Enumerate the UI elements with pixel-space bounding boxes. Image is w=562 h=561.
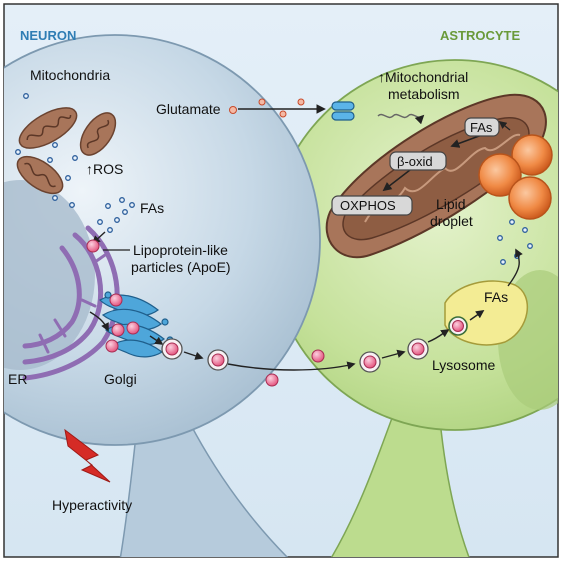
glutamate-transporter — [331, 101, 355, 121]
mitochondria-label: Mitochondria — [30, 67, 110, 83]
lipoprotein-label-2: particles (ApoE) — [131, 259, 231, 275]
lipoprotein-label-1: Lipoprotein-like — [133, 242, 228, 258]
mito-metabolism-label-1: ↑Mitochondrial — [378, 69, 468, 85]
fas-mito-label: FAs — [470, 120, 493, 135]
beta-oxid-label: β-oxid — [397, 154, 433, 169]
neuron-title: NEURON — [20, 28, 76, 43]
lipid-droplet-label-2: droplet — [430, 213, 473, 229]
astrocyte-title: ASTROCYTE — [440, 28, 521, 43]
glutamate-label: Glutamate — [156, 101, 221, 117]
metabolism-wave — [377, 113, 425, 125]
fas-label: FAs — [140, 200, 164, 216]
glutamate-flow — [229, 98, 326, 118]
er-label: ER — [8, 371, 27, 387]
mito-metabolism-label-2: metabolism — [388, 86, 460, 102]
lipoprotein-transport — [86, 231, 523, 387]
golgi-label: Golgi — [104, 371, 137, 387]
ros-label: ↑ROS — [86, 161, 123, 177]
fas-lysosome-label: FAs — [484, 289, 508, 305]
lipid-droplet-label-1: Lipid — [436, 196, 466, 212]
fas-mito-box — [464, 117, 500, 137]
hyperactivity-lightning-icon — [64, 428, 111, 483]
beta-oxid-box — [389, 151, 447, 171]
neuron-mitochondria — [16, 107, 117, 195]
lipid-droplets — [478, 134, 553, 220]
endoplasmic-reticulum — [22, 225, 120, 381]
lysosome-label: Lysosome — [432, 357, 496, 373]
oxphos-label: OXPHOS — [340, 198, 396, 213]
hyperactivity-label: Hyperactivity — [52, 497, 132, 513]
oxphos-box — [331, 195, 413, 216]
